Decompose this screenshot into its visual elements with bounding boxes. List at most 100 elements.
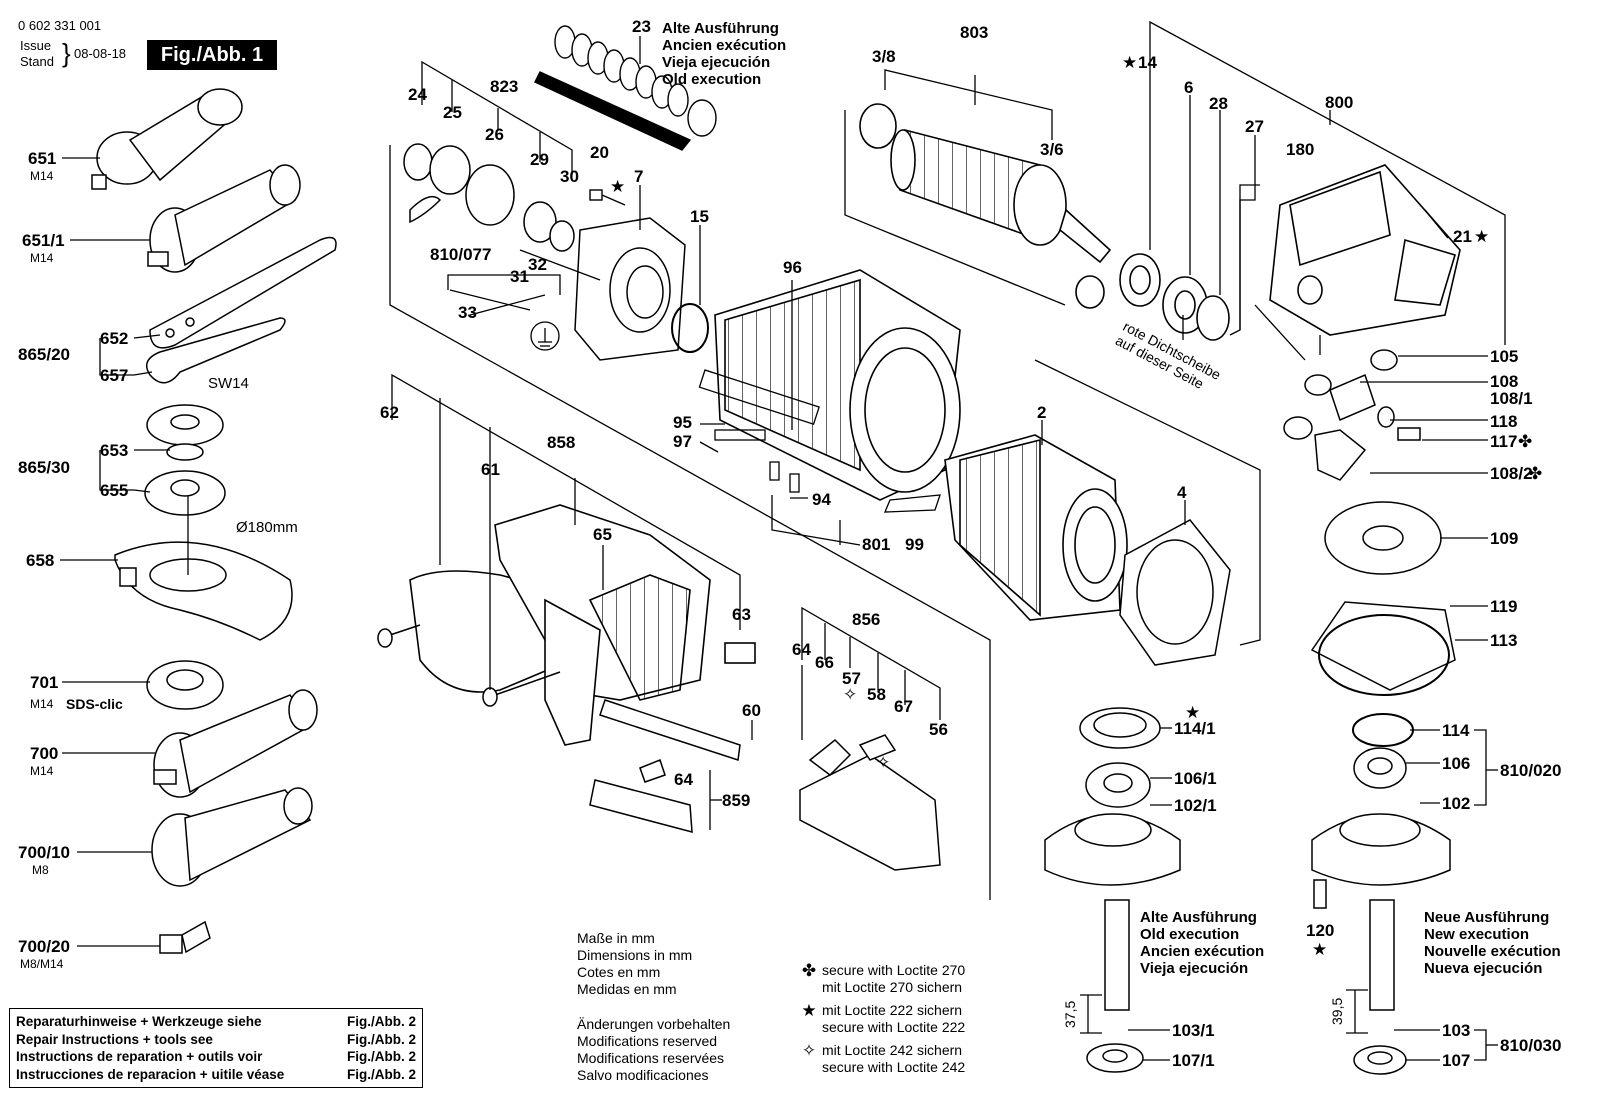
part-31: 31 (510, 267, 529, 286)
part-57: 57 (842, 669, 861, 688)
old-execution-line: Alte Ausführung (662, 20, 779, 37)
repair-ref: Fig./Abb. 2 (347, 1014, 416, 1029)
accessory-leaders (60, 157, 189, 947)
label-651-1-thread: M14 (30, 251, 54, 265)
note-line: Modifications reservées (577, 1050, 725, 1066)
part-24: 24 (408, 85, 427, 104)
brush-holder-set (403, 143, 575, 252)
part-27: 27 (1245, 117, 1264, 136)
o-ring-15 (671, 303, 709, 353)
accessory-text: 651 M14 651/1 M14 652 865/20 657 SW14 65… (18, 149, 298, 971)
note-line: Salvo modificaciones (577, 1067, 709, 1083)
old-execution-bottom: Alte Ausführung Old execution Ancien exé… (1140, 909, 1264, 977)
part-2: 2 (1037, 403, 1046, 422)
cable-bracket (709, 720, 753, 830)
assembly-guide-lines (389, 145, 1261, 900)
label-655: 655 (100, 481, 128, 500)
part-6: 6 (1184, 78, 1193, 97)
part-102-1: 102/1 (1174, 796, 1217, 815)
repair-row: Reparaturhinweise + Werkzeuge siehe Fig./… (16, 1013, 416, 1031)
part-103: 103 (1442, 1021, 1470, 1040)
part-96: 96 (783, 258, 802, 277)
part-60: 60 (742, 701, 761, 720)
label-sds-clic: SDS-clic (66, 696, 123, 712)
part-28: 28 (1209, 94, 1228, 113)
star-icon: ★ (1312, 940, 1327, 960)
part-107: 107 (1442, 1051, 1470, 1070)
part-107-1: 107/1 (1172, 1051, 1215, 1070)
marker-symbols: ★ ★ ★ ✤ ✤ ★ ★ ✧ ✧ (610, 53, 1542, 960)
part-108: 108 (1490, 372, 1518, 391)
part-118: 118 (1490, 412, 1517, 431)
star-icon: ★ (1185, 703, 1200, 723)
part-33: 33 (458, 303, 477, 322)
note-line: Cotes en mm (577, 964, 661, 980)
brace-icon: } (62, 38, 71, 68)
part-180: 180 (1286, 140, 1314, 159)
old-execution-line: Vieja ejecución (662, 54, 771, 71)
pin-wrench-652 (149, 236, 337, 349)
old-execution-top: Alte Ausführung Ancien exécution Vieja e… (662, 20, 786, 88)
label-658: 658 (26, 551, 54, 570)
part-859: 859 (722, 791, 750, 810)
auxiliary-handle-651 (91, 88, 243, 190)
part-103-1: 103/1 (1172, 1021, 1215, 1040)
part-858: 858 (547, 433, 575, 452)
loctite-line: mit Loctite 270 sichern (822, 979, 963, 995)
repair-text: Instrucciones de reparacion + uitile véa… (16, 1066, 285, 1082)
switch-bracket (801, 606, 941, 740)
gear-leaders (1360, 355, 1488, 641)
adapter-700-20 (159, 920, 211, 954)
part-113: 113 (1490, 631, 1517, 650)
part-3-6: 3/6 (1040, 140, 1064, 159)
star-icon: ★ (801, 1001, 817, 1020)
part-823: 823 (490, 77, 518, 96)
label-865-30: 865/30 (18, 458, 70, 477)
accessory-column (91, 88, 337, 954)
end-bell-4 (1119, 519, 1231, 666)
part-67: 67 (894, 697, 913, 716)
hollow-star-icon: ✧ (843, 685, 857, 705)
part-95: 95 (673, 413, 692, 432)
repair-text: Instructions de reparation + outils voir (16, 1049, 263, 1064)
part-64-top: 64 (792, 640, 811, 659)
part-64: 64 (674, 770, 693, 789)
note-line: Änderungen vorbehalten (577, 1016, 731, 1032)
part-number: 0 602 331 001 (18, 18, 102, 33)
part-32: 32 (528, 255, 547, 274)
old-execution-line: Vieja ejecución (1140, 960, 1249, 977)
note-line: Medidas en mm (577, 981, 677, 997)
old-execution-line: Ancien exécution (662, 37, 787, 54)
repair-text: Reparaturhinweise + Werkzeuge siehe (16, 1014, 262, 1029)
switch-unit (799, 734, 941, 871)
old-execution-line: Alte Ausführung (1140, 909, 1257, 926)
part-106-1: 106/1 (1174, 769, 1217, 788)
spring-set-23 (534, 25, 717, 151)
label-653: 653 (100, 441, 128, 460)
handle-housing (409, 504, 756, 746)
new-execution-line: Neue Ausführung (1424, 909, 1550, 926)
part-7: 7 (634, 167, 643, 186)
part-30: 30 (560, 167, 579, 186)
part-26: 26 (485, 125, 504, 144)
loctite-line: secure with Loctite 242 (822, 1059, 966, 1075)
old-execution-line: Ancien exécution (1140, 943, 1265, 960)
vibration-handle-700 (153, 689, 318, 798)
part-105: 105 (1490, 347, 1518, 366)
label-652: 652 (100, 329, 128, 348)
part-99: 99 (905, 535, 924, 554)
protection-guard-658 (114, 541, 293, 641)
stand-label: Stand (20, 54, 54, 69)
loctite-line: secure with Loctite 222 (822, 1019, 966, 1035)
armature-803 (859, 103, 1112, 309)
label-700: 700 (30, 744, 58, 763)
part-801: 801 (862, 535, 890, 554)
part-106: 106 (1442, 754, 1470, 773)
vibration-handle-700-10 (151, 787, 313, 887)
part-800: 800 (1325, 93, 1353, 112)
dimension-39-5: 39,5 (1329, 998, 1345, 1025)
